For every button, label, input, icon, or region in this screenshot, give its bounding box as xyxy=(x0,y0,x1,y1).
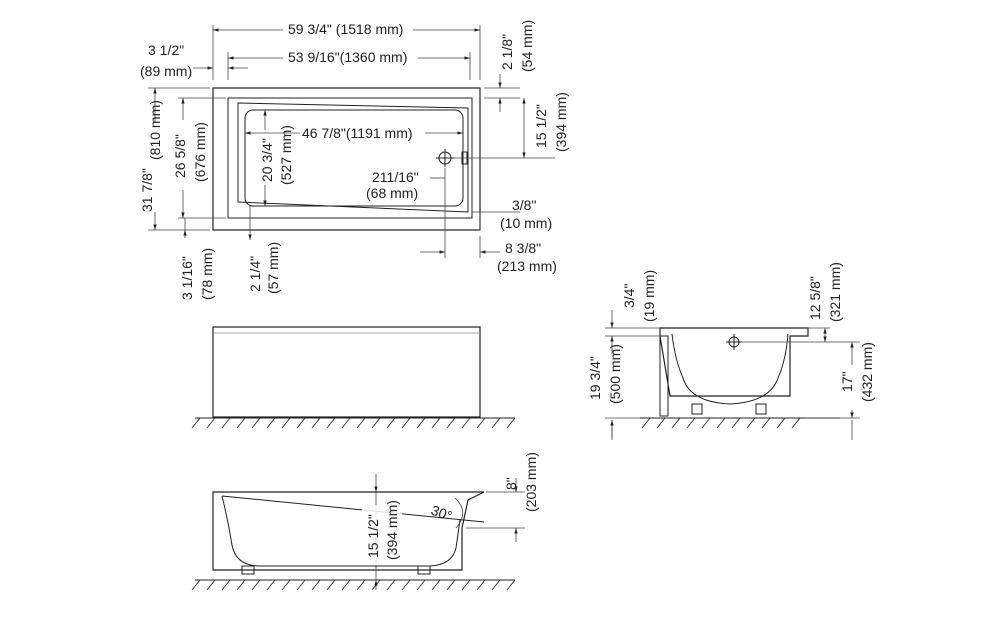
overall-width-in: 31 7/8" xyxy=(139,168,155,212)
section-floor-hatch xyxy=(191,579,516,591)
bottom-edge-mm: (78 mm) xyxy=(199,248,215,300)
section-view: 30° 8" (203 mm) 15 1/2" (394 mm) xyxy=(191,452,539,591)
drain-end-in: 8 3/8" xyxy=(505,240,541,256)
drain-height-in: 17" xyxy=(839,371,855,392)
depth-mm: (203 mm) xyxy=(523,452,539,512)
drain-side-in: 15 1/2" xyxy=(533,104,549,148)
inner-width-in: 26 5/8" xyxy=(172,134,188,178)
floor-edge-in: 2 1/4" xyxy=(247,256,263,292)
floor-length-label: 46 7/8"(1191 mm) xyxy=(302,125,413,141)
rim-mm: (10 mm) xyxy=(500,215,552,231)
section-outline xyxy=(212,491,485,571)
lip-mm: (19 mm) xyxy=(641,270,657,322)
foot-icon xyxy=(691,403,703,415)
tub-outline-top xyxy=(212,87,481,231)
drain-offset-mm: (68 mm) xyxy=(366,185,418,201)
top-view: 59 3/4" (1518 mm) 53 9/16"(1360 mm) 3 1/… xyxy=(139,20,569,300)
depth-in: 8" xyxy=(503,477,519,490)
floor-width-mm: (527 mm) xyxy=(278,125,294,185)
floor-hatch xyxy=(191,417,516,429)
overall-length-label: 59 3/4" (1518 mm) xyxy=(288,21,403,37)
lip-in: 3/4" xyxy=(621,284,637,308)
water-depth-in: 15 1/2" xyxy=(365,514,381,558)
rim-in: 3/8" xyxy=(512,197,536,213)
tub-basin-top xyxy=(237,102,469,213)
end-tub-body xyxy=(659,327,809,397)
drain-side-mm: (394 mm) xyxy=(553,92,569,152)
drain-end-mm: (213 mm) xyxy=(497,258,557,274)
overall-width-mm: (810 mm) xyxy=(147,100,163,160)
end-view: 3/4" (19 mm) 19 3/4" (500 mm) 12 5/8" (3… xyxy=(587,262,880,440)
bottom-edge-in: 3 1/16" xyxy=(179,256,195,300)
height-mm: (500 mm) xyxy=(607,344,623,404)
apron-outline xyxy=(212,326,481,418)
inner-length-label: 53 9/16"(1360 mm) xyxy=(288,49,407,65)
end-floor-hatch xyxy=(641,417,801,429)
end-tub-basin xyxy=(671,333,789,405)
overflow-in: 12 5/8" xyxy=(807,276,823,320)
front-view xyxy=(191,326,516,429)
section-foot-icon xyxy=(417,565,431,575)
top-rim-in: 2 1/8" xyxy=(499,34,515,70)
floor-width-in: 20 3/4" xyxy=(259,138,275,182)
drain-height-mm: (432 mm) xyxy=(859,342,875,402)
left-offset-mm: (89 mm) xyxy=(140,63,192,79)
floor-edge-mm: (57 mm) xyxy=(265,242,281,294)
overflow-mm: (321 mm) xyxy=(827,262,843,322)
angle-label: 30° xyxy=(429,502,454,524)
foot-icon xyxy=(755,403,767,415)
left-offset-in: 3 1/2" xyxy=(148,42,184,58)
drain-offset-in: 211/16" xyxy=(372,169,419,185)
height-in: 19 3/4" xyxy=(587,356,603,400)
section-basin xyxy=(221,495,461,567)
top-rim-mm: (54 mm) xyxy=(519,20,535,72)
inner-width-mm: (676 mm) xyxy=(192,122,208,182)
section-foot-icon xyxy=(241,565,255,575)
water-depth-mm: (394 mm) xyxy=(384,500,400,560)
